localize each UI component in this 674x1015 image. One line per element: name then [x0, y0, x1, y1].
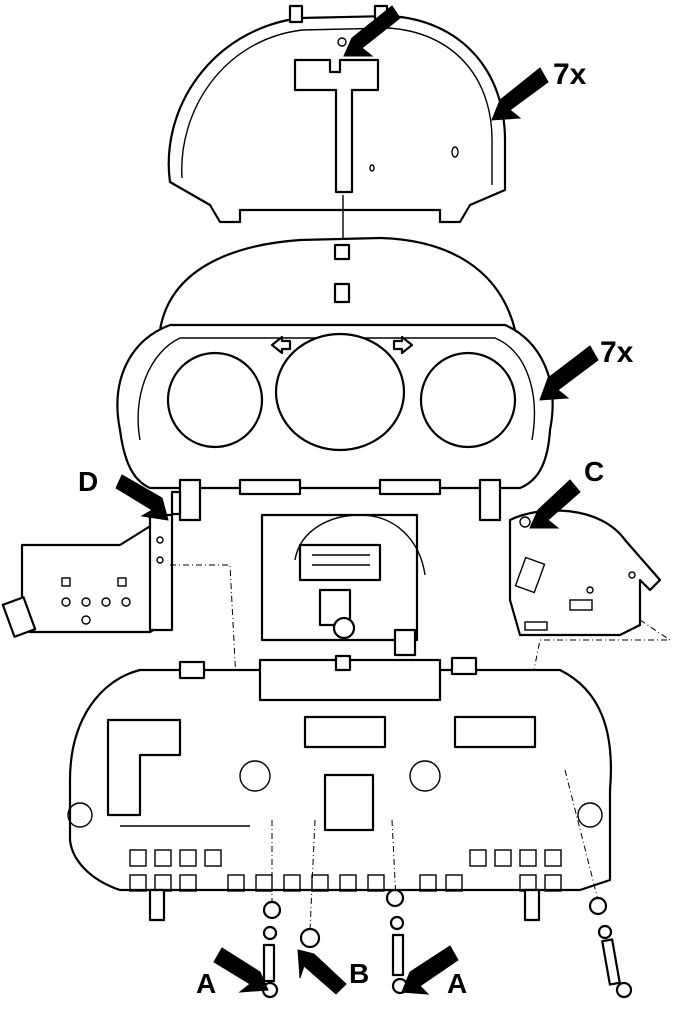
- arrow-d-icon: [115, 474, 169, 521]
- label-cover-clips: 7x: [553, 58, 587, 91]
- arrow-b-icon: [297, 949, 347, 995]
- arrow-cover-clips-icon: [491, 67, 549, 121]
- center-gauge-module: [260, 513, 426, 657]
- label-b: B: [349, 958, 370, 989]
- arrow-a-right-icon: [401, 945, 459, 995]
- arrow-top-screw-icon: [343, 5, 401, 57]
- label-a-right: A: [447, 968, 468, 999]
- arrow-bezel-clips-icon: [539, 345, 599, 401]
- arrow-c-icon: [529, 479, 581, 529]
- rear-housing: [67, 654, 612, 922]
- right-gauge-module: [508, 509, 662, 637]
- screws: [261, 769, 633, 999]
- label-d: D: [78, 466, 99, 497]
- arrow-a-left-icon: [213, 947, 269, 993]
- lens-cover: [167, 4, 507, 224]
- label-c: C: [584, 456, 605, 487]
- label-a-left: A: [196, 968, 217, 999]
- left-gauge-module: [1, 490, 182, 638]
- label-bezel-clips: 7x: [600, 336, 634, 369]
- front-bezel: [116, 236, 554, 522]
